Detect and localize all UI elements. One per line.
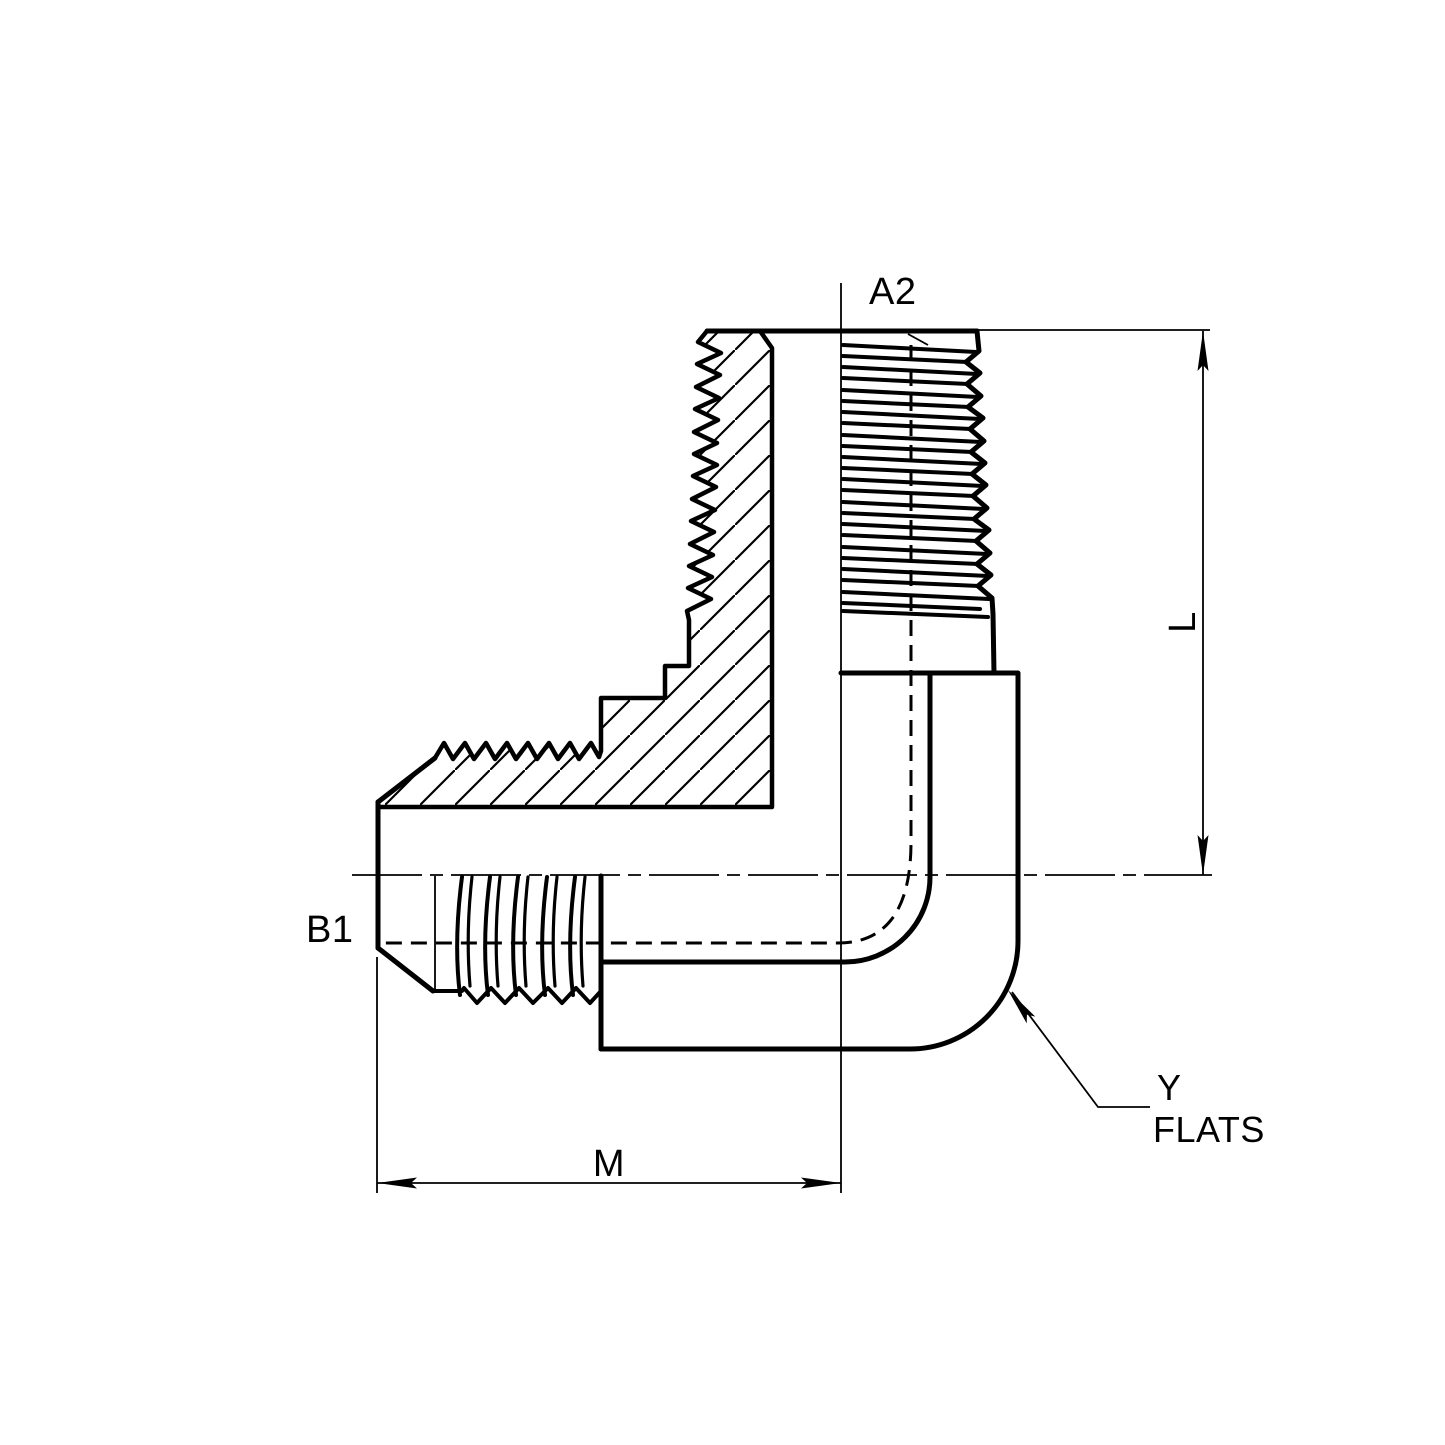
flare-cone-section-edge	[375, 755, 438, 805]
npt-thread-crest-lines	[841, 343, 991, 619]
label-y-flats: Y FLATS	[1008, 990, 1265, 1150]
y-flats-label-line1: Y	[1157, 1067, 1182, 1108]
m-arrow-right	[801, 1177, 841, 1189]
y-flats-leader-arrow	[1008, 990, 1036, 1024]
m-arrow-left	[377, 1177, 417, 1189]
b1-port-label: B1	[306, 909, 353, 951]
centerlines	[352, 283, 1212, 1193]
label-b1: B1	[306, 909, 353, 951]
body-shoulder-and-right-edge	[598, 670, 1021, 1052]
dimension-m: M	[376, 957, 841, 1193]
hidden-bore-path	[381, 345, 913, 945]
flare-cone-outer-edge	[375, 945, 436, 994]
label-a2: A2	[869, 271, 916, 313]
l-arrow-up	[1197, 331, 1209, 371]
npt-thread-leadin-edge	[907, 333, 929, 346]
jic-thread-left-port	[375, 755, 603, 1005]
jic-thread-crest-lines	[455, 875, 577, 997]
hidden-bore-lines	[381, 345, 913, 945]
l-dimension-label: L	[1162, 611, 1204, 633]
a2-port-label: A2	[869, 271, 916, 313]
elbow-body	[598, 670, 1021, 1052]
cut-material-region	[375, 328, 775, 810]
m-dimension-label: M	[593, 1143, 625, 1185]
dimension-l: L	[977, 329, 1210, 875]
wrench-flats-corner-edge	[601, 670, 933, 965]
jic-thread-scallop-silhouette	[431, 986, 603, 1005]
y-flats-label-line2: FLATS	[1153, 1109, 1265, 1150]
jic-thread-root-lines	[466, 875, 587, 988]
npt-thread-silhouette	[963, 328, 997, 676]
section-hatching	[375, 328, 775, 810]
y-flats-leader-line	[1011, 991, 1150, 1108]
l-arrow-down	[1197, 835, 1209, 875]
